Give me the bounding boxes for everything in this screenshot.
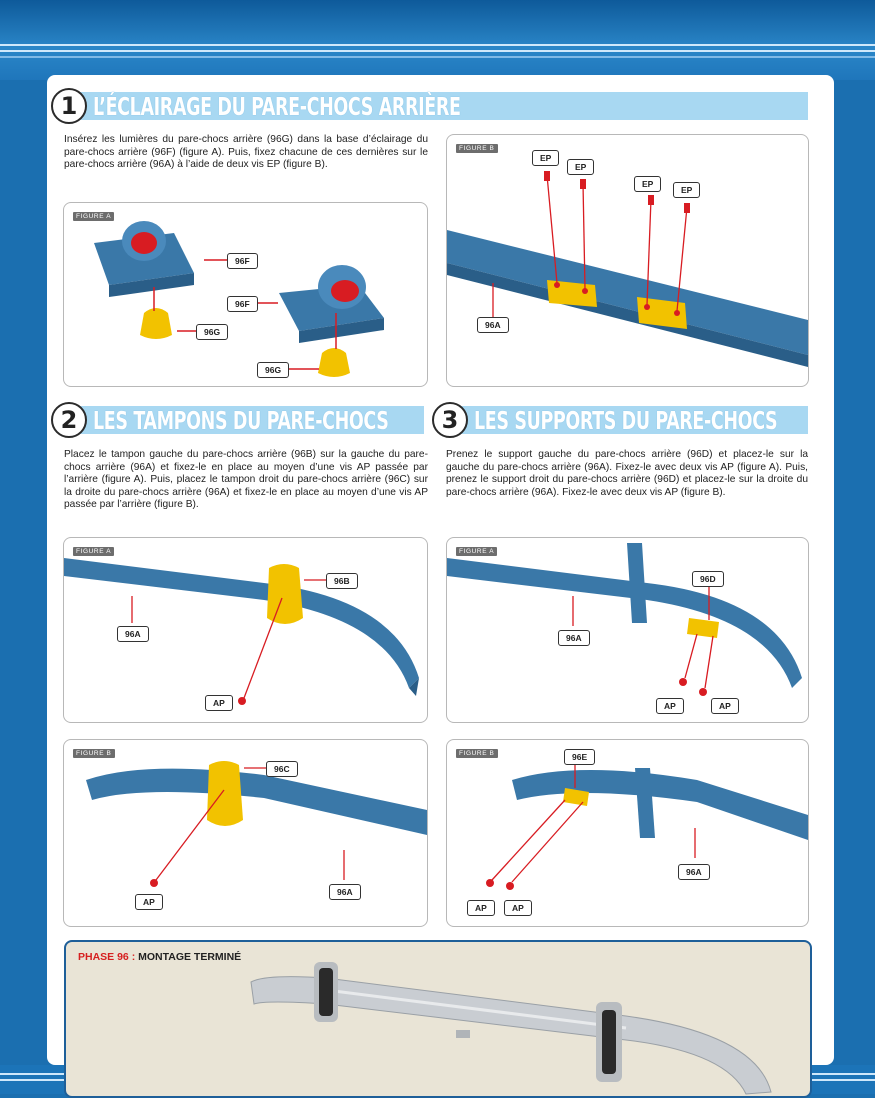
right-support-illustration <box>486 762 808 890</box>
part-label-96a: 96A <box>329 884 361 900</box>
screw-label-ep: EP <box>567 159 595 175</box>
step-2-figure-a: FIGURE A 96B 96A AP <box>63 537 428 723</box>
part-label-96g: 96G <box>257 362 290 378</box>
screw-label-ap: AP <box>205 695 233 711</box>
step-1-number: 1 <box>51 88 87 124</box>
bumper-lights-illustration <box>447 171 808 367</box>
header-stripe <box>0 56 875 58</box>
step-3-text: Prenez le support gauche du pare-chocs a… <box>446 449 808 498</box>
part-label-96a: 96A <box>477 317 509 333</box>
step-2-number: 2 <box>51 402 87 438</box>
figure-tag: FIGURE B <box>456 749 498 758</box>
step-2-header: LES TAMPONS DU PARE-CHOCS 2 <box>51 402 424 438</box>
finished-bumper-illustration <box>250 962 772 1095</box>
header-band <box>0 0 875 80</box>
part-label-96f: 96F <box>227 253 258 269</box>
part-label-96d: 96D <box>692 571 724 587</box>
part-label-96g: 96G <box>196 324 229 340</box>
part-label-96a: 96A <box>558 630 590 646</box>
step-2-text: Placez le tampon gauche du pare-chocs ar… <box>64 449 428 510</box>
header-stripe <box>0 50 875 52</box>
step-1-figure-b: FIGURE B EP EP EP EP 96A <box>446 134 809 387</box>
step-1-title-bar: L’ÉCLAIRAGE DU PARE-CHOCS ARRIÈRE <box>75 92 808 121</box>
final-assembly-panel: PHASE 96 : MONTAGE TERMINÉ <box>64 940 812 1098</box>
step-1-title: L’ÉCLAIRAGE DU PARE-CHOCS ARRIÈRE <box>93 92 461 121</box>
figure-tag: FIGURE A <box>456 547 498 556</box>
step-2-title-bar: LES TAMPONS DU PARE-CHOCS <box>75 406 424 435</box>
screw-label-ap: AP <box>467 900 495 916</box>
figure-tag: FIGURE B <box>73 749 115 758</box>
assembly-complete-label: MONTAGE TERMINÉ <box>138 951 242 963</box>
step-3-figure-a: FIGURE A 96D 96A AP AP <box>446 537 809 723</box>
step-3-figure-b: FIGURE B 96E 96A AP AP <box>446 739 809 927</box>
step-3-number: 3 <box>432 402 468 438</box>
phase-number: PHASE 96 : <box>78 951 136 963</box>
screw-label-ap: AP <box>135 894 163 910</box>
step-2-title: LES TAMPONS DU PARE-CHOCS <box>93 406 389 435</box>
step-3-title-bar: LES SUPPORTS DU PARE-CHOCS <box>456 406 808 435</box>
part-label-96f: 96F <box>227 296 258 312</box>
figure-tag: FIGURE A <box>73 547 115 556</box>
right-pad-illustration <box>86 761 427 887</box>
lighting-base-illustration <box>94 221 384 377</box>
figure-tag: FIGURE B <box>456 144 498 153</box>
header-stripe <box>0 44 875 46</box>
part-label-96e: 96E <box>564 749 596 765</box>
part-label-96c: 96C <box>266 761 298 777</box>
screw-label-ep: EP <box>532 150 560 166</box>
figure-tag: FIGURE A <box>73 212 115 221</box>
step-3-title: LES SUPPORTS DU PARE-CHOCS <box>474 406 778 435</box>
step-2-figure-b: FIGURE B 96C AP 96A <box>63 739 428 927</box>
step-1-header: L’ÉCLAIRAGE DU PARE-CHOCS ARRIÈRE 1 <box>51 88 808 124</box>
screw-label-ap: AP <box>656 698 684 714</box>
final-assembly-title: PHASE 96 : MONTAGE TERMINÉ <box>78 951 241 963</box>
screw-label-ep: EP <box>634 176 662 192</box>
step-1-figure-a: FIGURE A 96F 96F 96G 96G <box>63 202 428 387</box>
screw-label-ep: EP <box>673 182 701 198</box>
step-3-header: LES SUPPORTS DU PARE-CHOCS 3 <box>432 402 808 438</box>
part-label-96a: 96A <box>117 626 149 642</box>
screw-label-ap: AP <box>711 698 739 714</box>
step-1-text: Insérez les lumières du pare-chocs arriè… <box>64 134 428 170</box>
left-support-illustration <box>447 543 802 696</box>
screw-label-ap: AP <box>504 900 532 916</box>
left-pad-illustration <box>64 558 419 705</box>
part-label-96a: 96A <box>678 864 710 880</box>
part-label-96b: 96B <box>326 573 358 589</box>
